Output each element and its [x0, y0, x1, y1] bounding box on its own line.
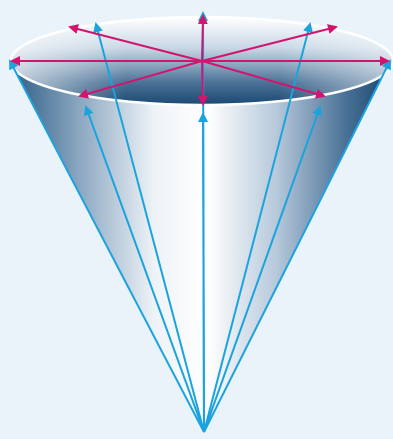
apex-ray-arrow [203, 105, 323, 433]
apex-ray-arrow [203, 59, 391, 433]
apex-ray-arrows [9, 11, 391, 433]
apex-ray-arrow [198, 112, 209, 433]
apex-ray-arrow [93, 22, 205, 433]
radial-arrow [197, 60, 208, 106]
cone-body [10, 61, 390, 432]
apex-ray-arrow [9, 59, 205, 433]
radial-arrow [197, 14, 208, 62]
radial-arrow [78, 60, 203, 99]
base-radial-arrows [10, 14, 390, 106]
radial-arrow [68, 24, 203, 62]
apex-ray-arrow [84, 105, 205, 433]
radial-arrow [201, 24, 338, 62]
apex-ray-arrow [203, 22, 313, 433]
radial-arrow [201, 60, 326, 99]
